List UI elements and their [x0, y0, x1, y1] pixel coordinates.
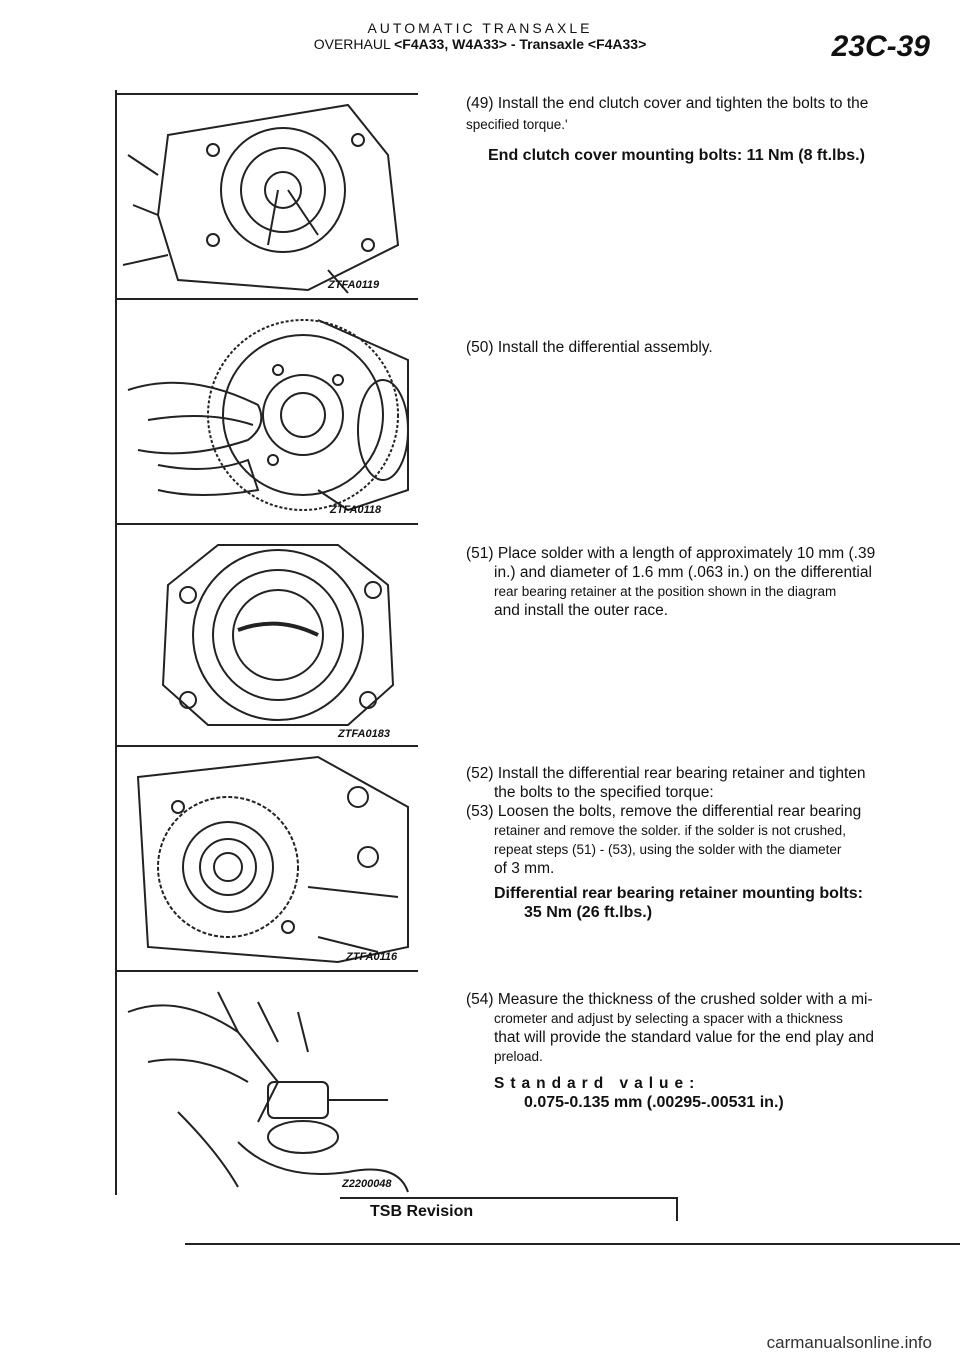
step-52-line2: the bolts to the specified torque: [494, 784, 714, 801]
differential-assembly-illustration [127, 319, 409, 512]
step-54-line2: crometer and adjust by selecting a space… [494, 1011, 843, 1026]
figure-micrometer: Z2200048 [118, 972, 418, 1194]
header-subtitle: OVERHAUL <F4A33, W4A33> - Transaxle <F4A… [0, 36, 960, 52]
page-number: 23C-39 [831, 30, 930, 63]
figure-label: ZTFA0119 [328, 279, 380, 291]
step-53-line1: (53) Loosen the bolts, remove the differ… [466, 803, 862, 820]
step-49-line1: (49) Install the end clutch cover and ti… [466, 95, 869, 112]
step-52-line1: (52) Install the differential rear beari… [466, 765, 866, 782]
step-50: (50) Install the differential assembly. [466, 338, 936, 357]
left-frame-rule [115, 90, 117, 1195]
step-51-line4: and install the outer race. [494, 602, 669, 619]
header-models: <F4A33, W4A33> - Transaxle <F4A33> [394, 36, 647, 52]
step-53-line2: retainer and remove the solder. if the s… [494, 823, 846, 838]
step-54-line1: (54) Measure the thickness of the crushe… [466, 991, 873, 1008]
figure-bearing-retainer-solder: ZTFA0183 [118, 525, 418, 745]
step-53-line3: repeat steps (51) - (53), using the sold… [494, 842, 842, 857]
step-50-line1: (50) Install the differential assembly. [466, 339, 713, 356]
step-54-line3: that will provide the standard value for… [494, 1029, 874, 1046]
step-53-spec-value: 35 Nm (26 ft.lbs.) [524, 904, 653, 921]
tsb-revision: TSB Revision [340, 1197, 678, 1221]
header-section-title: AUTOMATIC TRANSAXLE [367, 20, 593, 36]
watermark: carmanualsonline.info [766, 1333, 932, 1352]
figure-rear-bearing-retainer: ZTFA0116 [118, 747, 418, 969]
figure-label: ZTFA0183 [338, 728, 390, 740]
figure-divider-top [115, 93, 418, 95]
step-54-line4: preload. [494, 1049, 543, 1064]
step-49-spec: End clutch cover mounting bolts: 11 Nm (… [488, 147, 865, 164]
micrometer-measurement-illustration [127, 991, 409, 1193]
footer-rule [185, 1243, 960, 1245]
rear-bearing-retainer-illustration [136, 755, 409, 964]
figure-divider-1 [115, 298, 418, 300]
step-54: (54) Measure the thickness of the crushe… [466, 990, 936, 1112]
step-53-spec-title: Differential rear bearing retainer mount… [494, 885, 863, 902]
figure-label: ZTFA0118 [330, 504, 382, 516]
step-53-line4: of 3 mm. [494, 860, 555, 877]
figure-divider-3 [115, 745, 418, 747]
step-49: (49) Install the end clutch cover and ti… [466, 94, 936, 165]
end-clutch-cover-illustration [122, 103, 400, 294]
bearing-retainer-solder-illustration [161, 544, 395, 726]
standard-value: 0.075-0.135 mm (.00295-.00531 in.) [524, 1094, 784, 1111]
step-51-line2: in.) and diameter of 1.6 mm (.063 in.) o… [494, 564, 872, 581]
figure-divider-4 [115, 970, 418, 972]
figure-end-clutch-cover: ZTFA0119 [118, 95, 418, 297]
step-51-line3: rear bearing retainer at the position sh… [494, 584, 837, 599]
figure-label: Z2200048 [342, 1178, 392, 1190]
step-53: (53) Loosen the bolts, remove the differ… [466, 802, 936, 922]
step-51-line1: (51) Place solder with a length of appro… [466, 545, 876, 562]
step-52: (52) Install the differential rear beari… [466, 764, 936, 802]
figure-label: ZTFA0116 [346, 951, 398, 963]
standard-value-label: Standard value: [494, 1075, 701, 1092]
step-49-line2: specified torque.' [466, 117, 568, 132]
figure-differential: ZTFA0118 [118, 300, 418, 522]
figure-divider-2 [115, 523, 418, 525]
header-overhaul: OVERHAUL [313, 36, 391, 52]
step-51: (51) Place solder with a length of appro… [466, 544, 936, 620]
